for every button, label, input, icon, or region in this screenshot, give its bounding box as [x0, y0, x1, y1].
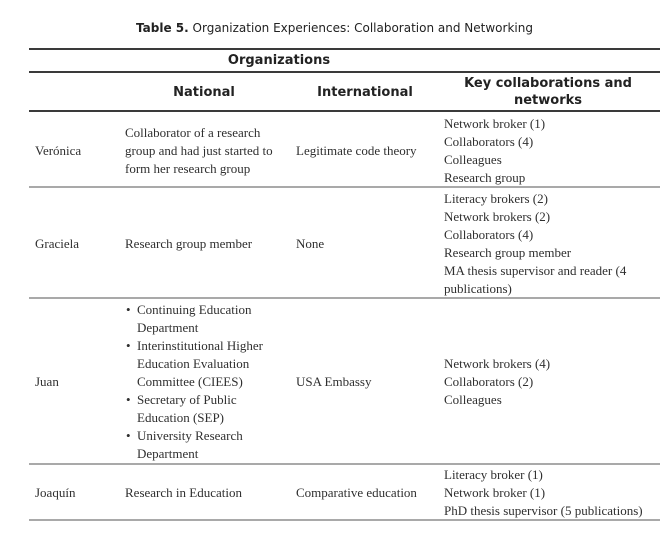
row-key: Literacy broker (1) Network broker (1) P…: [444, 467, 643, 518]
top-rule: [29, 48, 660, 50]
bullet-item: Interinstitutional Higher Education Eval…: [125, 337, 263, 391]
row-national: Research group member: [125, 236, 253, 251]
row-national: Research in Education: [125, 485, 242, 500]
group-rule: [29, 71, 660, 73]
row-international: Comparative education: [296, 485, 417, 500]
header-organizations: Organizations: [227, 53, 331, 68]
bullet-item: Secretary of Public Education (SEP): [125, 391, 263, 427]
row-name: Joaquín: [35, 485, 76, 500]
bullet-item: University Research Department: [125, 427, 263, 463]
row-key: Literacy brokers (2) Network brokers (2)…: [444, 191, 627, 296]
header-international: International: [317, 85, 413, 100]
row-national: Collaborator of a research group and had…: [125, 125, 273, 176]
row-international: USA Embassy: [296, 374, 372, 389]
row-international: None: [296, 236, 325, 251]
row-divider: [29, 186, 660, 188]
bottom-rule: [29, 519, 660, 521]
row-key: Network brokers (4) Collaborators (2) Co…: [444, 356, 551, 407]
bullet-item: Continuing Education Department: [125, 301, 263, 337]
row-international: Legitimate code theory: [296, 143, 417, 158]
header-national: National: [173, 85, 235, 100]
table-label: Table 5.: [136, 21, 189, 35]
row-key: Network broker (1) Collaborators (4) Col…: [444, 116, 546, 185]
row-divider: [29, 297, 660, 299]
table-title: Organization Experiences: Collaboration …: [192, 21, 533, 35]
header-rule: [29, 110, 660, 112]
row-name: Verónica: [35, 143, 82, 158]
row-name: Graciela: [35, 236, 80, 251]
table-caption: Table 5. Organization Experiences: Colla…: [0, 21, 669, 35]
row-name: Juan: [35, 374, 59, 389]
row-divider: [29, 463, 660, 465]
row-national: Continuing Education Department Interins…: [125, 301, 263, 463]
header-key-collaborations: Key collaborations and networks: [464, 76, 632, 108]
national-bullet-list: Continuing Education Department Interins…: [125, 301, 263, 463]
